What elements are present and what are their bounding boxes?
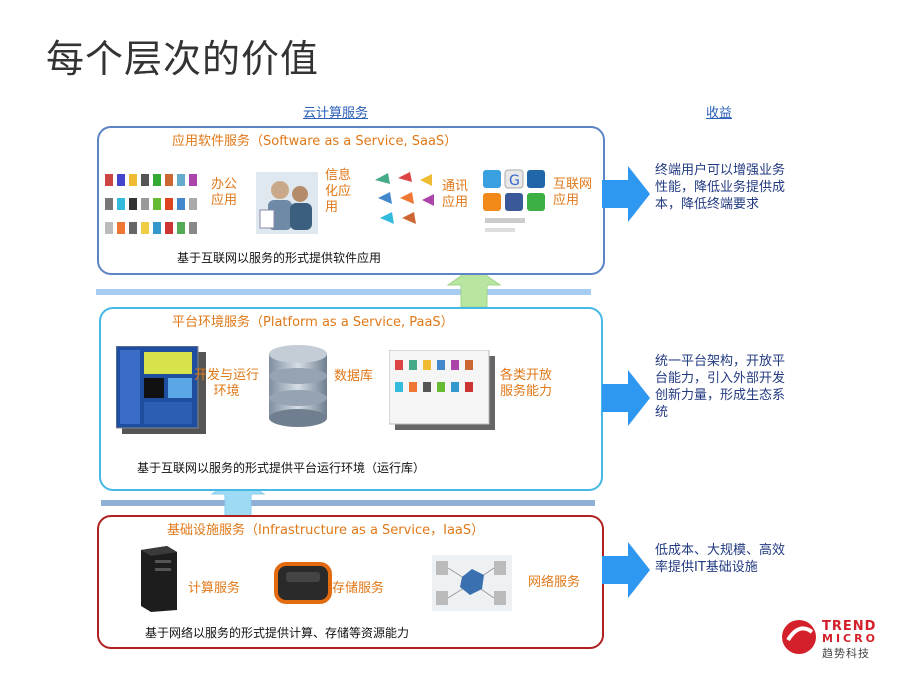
paas-title: 平台环境服务（Platform as a Service, PaaS）	[172, 315, 454, 330]
internet-apps-icon: G	[483, 169, 545, 232]
iaas-benefit: 低成本、大规模、高效率提供IT基础设施	[655, 543, 786, 575]
services-header: 云计算服务	[303, 106, 369, 121]
saas-item-info: 信息 化应 用	[325, 168, 352, 215]
paas-benefit: 统一平台架构，开放平台能力，引入外部开发创新力量，形成生态系统	[655, 354, 786, 420]
open-services-icon	[389, 350, 495, 430]
iaas-item-compute: 计算服务	[188, 581, 241, 596]
separator-band-bottom	[101, 500, 595, 506]
communication-apps-icon	[375, 172, 434, 224]
logo-text-trend: TREND	[822, 619, 877, 634]
iaas-title: 基础设施服务（Infrastructure as a Service，IaaS）	[167, 523, 485, 538]
logo-text-chinese: 趋势科技	[822, 647, 870, 660]
dev-environment-icon	[116, 346, 206, 434]
benefit-arrow-iaas	[602, 542, 650, 598]
saas-benefit: 终端用户可以增强业务性能，降低业务提供成本，降低终端要求	[655, 163, 786, 212]
database-icon	[269, 345, 327, 427]
saas-description: 基于互联网以服务的形式提供软件应用	[177, 251, 382, 265]
iaas-item-storage: 存储服务	[332, 581, 385, 596]
storage-icon	[274, 562, 332, 604]
server-icon	[141, 546, 177, 612]
people-icon	[256, 172, 318, 234]
saas-title: 应用软件服务（Software as a Service, SaaS）	[172, 134, 458, 149]
paas-description: 基于互联网以服务的形式提供平台运行环境（运行库）	[137, 461, 426, 475]
trend-micro-logo-icon	[782, 620, 816, 654]
network-icon	[432, 555, 512, 611]
saas-item-office: 办公 应用	[211, 177, 238, 208]
logo-text-micro: MICRO	[822, 632, 878, 645]
svg-text:G: G	[509, 173, 520, 189]
benefits-header: 收益	[706, 106, 733, 121]
benefit-arrow-saas	[602, 166, 650, 222]
paas-item-dev: 开发与运行 环境	[194, 368, 260, 399]
separator-band-top	[96, 289, 591, 295]
iaas-description: 基于网络以服务的形式提供计算、存储等资源能力	[145, 626, 410, 640]
saas-item-internet: 互联网 应用	[553, 177, 593, 208]
page-title: 每个层次的价值	[46, 37, 320, 81]
saas-item-communication: 通讯 应用	[442, 179, 469, 210]
benefit-arrow-paas	[602, 370, 650, 426]
paas-item-open-services: 各类开放 服务能力	[500, 368, 553, 399]
paas-item-database: 数据库	[334, 369, 374, 384]
office-apps-icon	[105, 174, 197, 234]
iaas-item-network: 网络服务	[528, 575, 581, 590]
